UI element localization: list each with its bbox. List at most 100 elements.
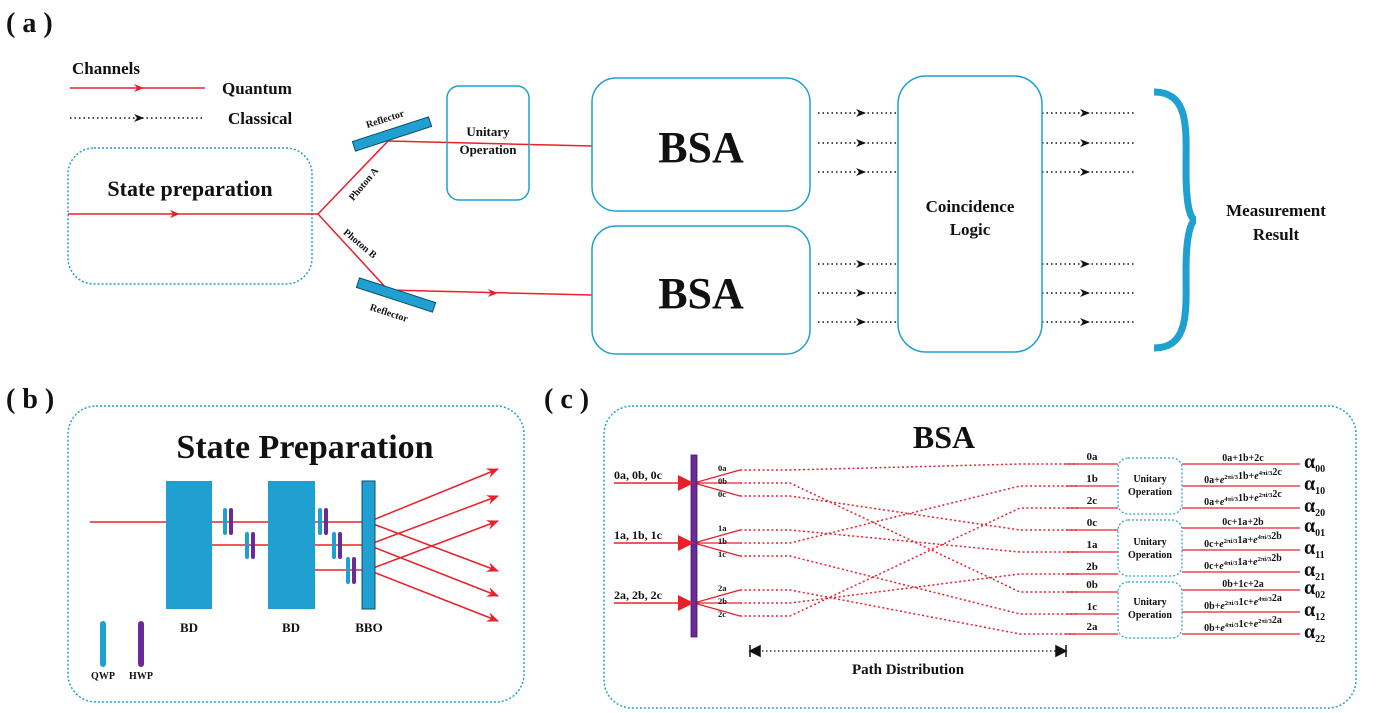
output-expression: 0b+e2πi/31c+e4πi/32a — [1204, 593, 1282, 612]
panel-c-box — [603, 405, 1357, 709]
output-expression: 0a+e2πi/31b+e4πi/32c — [1204, 467, 1282, 486]
distribution-path — [740, 589, 1078, 635]
alpha-symbol: α12 — [1304, 599, 1325, 623]
reflector-bottom — [355, 277, 437, 313]
panel-c-unitary-boxes: Unitary Operation Unitary Operation Unit… — [1117, 457, 1183, 639]
panel-c-dotted-lines — [740, 463, 1078, 635]
classical-arrow-icon — [856, 289, 866, 297]
unitary-2-line-2: Operation — [1128, 550, 1172, 561]
legend-classical-label: Classical — [228, 109, 293, 128]
hwp-plate — [338, 532, 342, 559]
path-distribution-label: Path Distribution — [852, 662, 965, 678]
brace-icon — [1153, 88, 1198, 352]
port-label: 0a — [1087, 451, 1099, 463]
photon-b-arrow-icon — [488, 289, 498, 297]
bd-2-label: BD — [282, 620, 300, 635]
unitary-label-2: Operation — [459, 142, 517, 157]
unitary-2-line-1: Unitary — [1133, 537, 1166, 548]
photon-a-to-bsa — [387, 140, 593, 147]
distribution-path — [740, 529, 1078, 553]
measurement-label-1: Measurement — [1226, 201, 1326, 220]
classical-arrow-icon — [1080, 168, 1090, 176]
hwp-plate — [352, 557, 356, 584]
qwp-legend-icon — [100, 621, 106, 667]
classical-arrow-icon — [856, 139, 866, 147]
sub-label: 2c — [718, 609, 726, 619]
legend-quantum-label: Quantum — [222, 79, 292, 98]
sub-label: 2a — [718, 583, 727, 593]
output-expression: 0c+1a+2b — [1222, 517, 1264, 528]
photon-b-beam — [317, 213, 389, 291]
fan-line — [693, 482, 741, 497]
bd-1-label: BD — [180, 620, 198, 635]
distribution-path — [740, 482, 1078, 593]
classical-arrow-icon — [1080, 109, 1090, 117]
classical-arrow-icon — [1080, 318, 1090, 326]
qwp-plate — [332, 532, 336, 559]
distribution-path — [740, 555, 1078, 615]
reflector-top — [351, 116, 433, 152]
input-beam-arrow-icon — [170, 210, 180, 218]
bsa-bottom-box — [591, 225, 811, 355]
unitary-3-line-1: Unitary — [1133, 597, 1166, 608]
panel-c: ( c ) BSA 0a, 0b, 0c 1a, 1b, 1c 2a, 2b, … — [544, 384, 1357, 709]
bsa-bottom-label: BSA — [658, 269, 744, 318]
coincidence-label-2: Logic — [950, 220, 991, 239]
photon-a-beam — [317, 140, 389, 215]
port-label: 1a — [1087, 539, 1099, 551]
port-label: 0b — [1086, 579, 1098, 591]
unitary-1-line-2: Operation — [1128, 487, 1172, 498]
measurement-label-2: Result — [1253, 225, 1300, 244]
port-label: 2c — [1087, 495, 1098, 507]
output-expression: 0a+e4πi/31b+e2πi/32c — [1204, 489, 1282, 508]
fan-line — [693, 469, 741, 484]
sub-label: 0a — [718, 463, 727, 473]
coincidence-box — [897, 75, 1043, 353]
path-distribution-right-arrow-icon — [1055, 644, 1068, 658]
hwp-plate — [324, 508, 328, 535]
port-label: 2b — [1086, 561, 1098, 573]
hwp-plate — [229, 508, 233, 535]
bsa-top-box — [591, 77, 811, 212]
unitary-box — [446, 85, 530, 201]
bd-1 — [166, 481, 212, 609]
unitary-1-line-1: Unitary — [1133, 474, 1166, 485]
classical-arrow-icon — [1080, 289, 1090, 297]
state-prep-label: State preparation — [107, 176, 272, 201]
classical-arrow-icon — [856, 318, 866, 326]
fan-line — [693, 529, 741, 544]
photon-a-label: Photon A — [347, 165, 381, 203]
hwp-legend-icon — [138, 621, 144, 667]
port-label: 1b — [1086, 473, 1098, 485]
panel-c-right-ports: 0a 1b 2c 0c 1a 2b 0b 1c 2a — [1086, 451, 1098, 633]
fan-line — [693, 602, 741, 617]
panel-c-input-beams — [614, 482, 680, 604]
output-expression: 0a+1b+2c — [1222, 453, 1264, 464]
legend-quantum-arrow-icon — [134, 84, 144, 92]
alpha-symbol: α22 — [1304, 621, 1325, 645]
panel-c-fan-lines — [693, 469, 741, 617]
sub-label: 1b — [718, 536, 727, 546]
sub-label: 2b — [718, 596, 727, 606]
panel-c-input-arrows — [678, 475, 694, 611]
bbo-label: BBO — [355, 620, 382, 635]
unitary-box-1 — [1117, 457, 1183, 515]
distribution-path — [740, 507, 1078, 617]
port-label: 2a — [1087, 621, 1099, 633]
qwp-plate — [346, 557, 350, 584]
hwp-plate — [251, 532, 255, 559]
distribution-path — [740, 495, 1078, 531]
input-label-1: 1a, 1b, 1c — [614, 528, 663, 542]
input-label-2: 2a, 2b, 2c — [614, 588, 663, 602]
panel-b-output-beams — [367, 468, 499, 622]
classical-arrow-icon — [856, 168, 866, 176]
qwp-legend-label: QWP — [91, 671, 115, 682]
splitter-bar — [690, 454, 698, 638]
reflector-bottom-label: Reflector — [368, 302, 409, 325]
unitary-label-1: Unitary — [466, 124, 510, 139]
fan-line — [693, 589, 741, 604]
hwp-legend-label: HWP — [129, 671, 153, 682]
output-expression: 0b+e4πi/31c+e2πi/32a — [1204, 615, 1282, 634]
